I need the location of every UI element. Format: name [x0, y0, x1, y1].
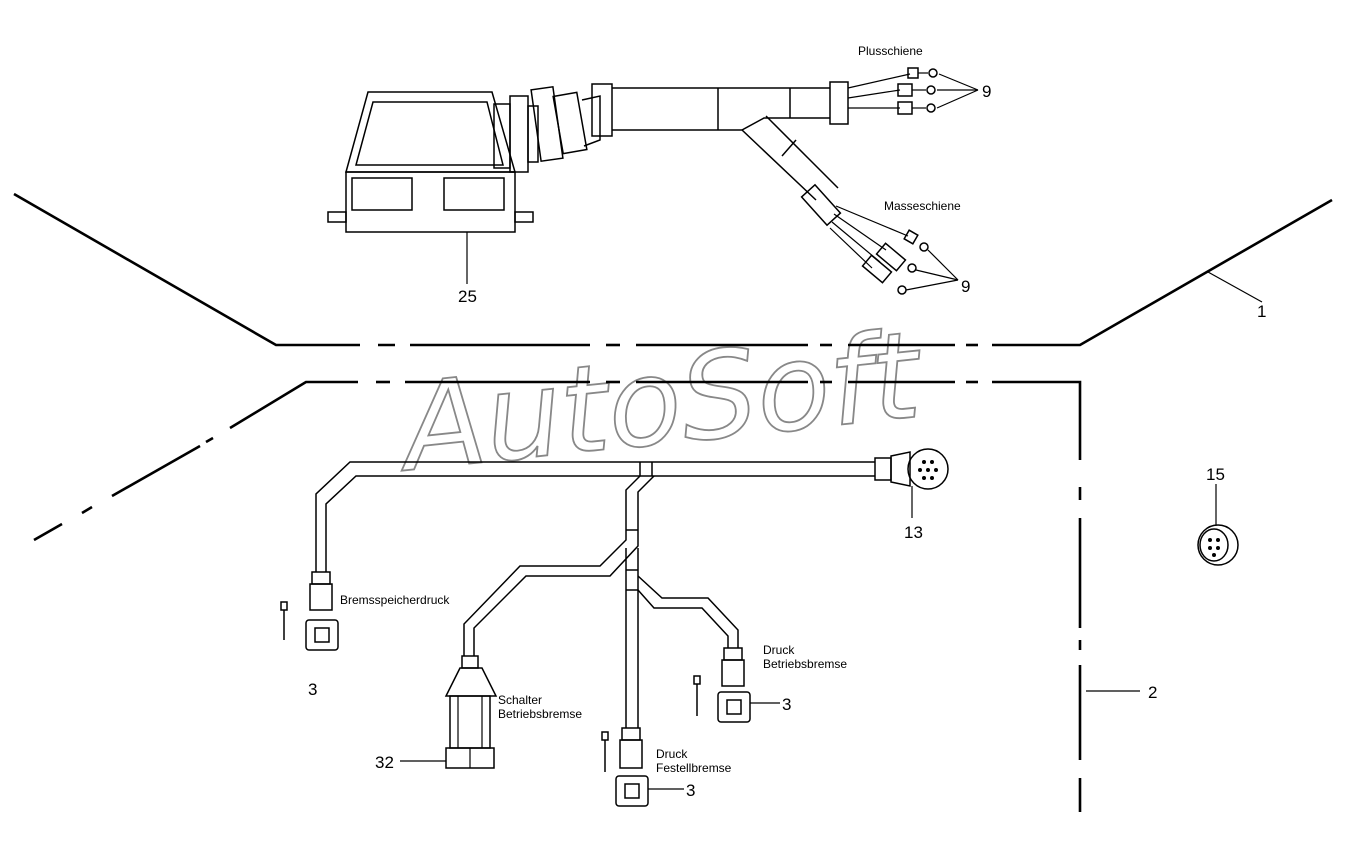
label-druck-betrieb-line2: Betriebsbremse [763, 657, 847, 671]
boundary-outline-lower [33, 380, 1082, 812]
connector-13 [874, 448, 949, 490]
callout-25: 25 [458, 287, 477, 306]
sensor-druck-festellbremse [601, 727, 649, 807]
label-bremsspeicherdruck: Bremsspeicherdruck [340, 593, 450, 607]
watermark: AutoSoft [390, 306, 930, 499]
sensor-druck-betriebsbremse [693, 647, 751, 723]
callout-9-plus: 9 [982, 82, 991, 101]
callout-32: 32 [375, 753, 394, 772]
callout-3-bremsspeicher: 3 [308, 680, 317, 699]
control-unit [327, 85, 601, 233]
callout-3-fest: 3 [686, 781, 695, 800]
label-druck-betrieb-line1: Druck [763, 643, 795, 657]
callout-13: 13 [904, 523, 923, 542]
callout-1: 1 [1257, 302, 1266, 321]
leader-1 [1207, 271, 1263, 303]
connector-15 [1197, 524, 1239, 566]
label-schalter-line2: Betriebsbremse [498, 707, 582, 721]
lower-harness [315, 461, 875, 728]
callout-2: 2 [1148, 683, 1157, 702]
upper-harness [591, 67, 979, 295]
label-masseschiene: Masseschiene [884, 199, 961, 213]
callout-15: 15 [1206, 465, 1225, 484]
boundary-outline-upper [13, 192, 1333, 347]
callout-3-betrieb: 3 [782, 695, 791, 714]
label-druck-fest-line1: Druck [656, 747, 688, 761]
switch-betriebsbremse [444, 655, 498, 769]
sensor-bremsspeicherdruck [280, 571, 339, 651]
label-plusschiene: Plusschiene [858, 44, 923, 58]
label-druck-fest-line2: Festellbremse [656, 761, 732, 775]
callout-9-masse: 9 [961, 277, 970, 296]
label-schalter-line1: Schalter [498, 693, 542, 707]
